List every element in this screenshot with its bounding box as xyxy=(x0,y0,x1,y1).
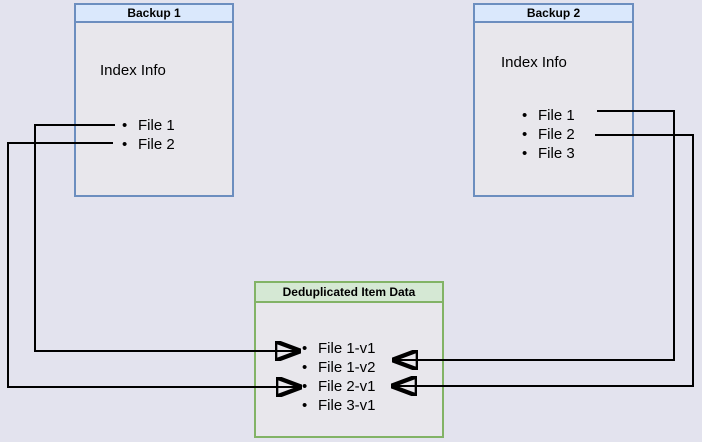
dedup-box: Deduplicated Item Data • File 1-v1 • File … xyxy=(254,281,444,438)
bullet-icon: • xyxy=(302,378,308,395)
list-item: • File 1 xyxy=(522,106,575,125)
file-label: File 3 xyxy=(538,145,575,162)
dedup-item-list: • File 1-v1 • File 1-v2 • File 2-v1 • File 3… xyxy=(302,339,376,415)
list-item: • File 3-v1 xyxy=(302,396,376,415)
file-label: File 2 xyxy=(138,136,175,153)
file-label: File 2 xyxy=(538,126,575,143)
backup2-box: Backup 2 Index Info • File 1 • File 2 • Fil… xyxy=(473,3,634,197)
backup1-index-info-label: Index Info xyxy=(100,62,166,79)
list-item: • File 2 xyxy=(122,135,175,154)
list-item: • File 1 xyxy=(122,116,175,135)
bullet-icon: • xyxy=(522,126,528,143)
bullet-icon: • xyxy=(522,107,528,124)
list-item: • File 1-v2 xyxy=(302,358,376,377)
backup2-title: Backup 2 xyxy=(475,5,632,23)
dedup-item-label: File 3-v1 xyxy=(318,397,376,414)
bullet-icon: • xyxy=(522,145,528,162)
list-item: • File 2-v1 xyxy=(302,377,376,396)
bullet-icon: • xyxy=(302,340,308,357)
backup2-file-list: • File 1 • File 2 • File 3 xyxy=(522,106,575,163)
file-label: File 1 xyxy=(138,117,175,134)
dedup-item-label: File 1-v1 xyxy=(318,340,376,357)
dedup-item-label: File 2-v1 xyxy=(318,378,376,395)
bullet-icon: • xyxy=(122,136,128,153)
backup1-title: Backup 1 xyxy=(76,5,232,23)
backup1-file-list: • File 1 • File 2 xyxy=(122,116,175,154)
backup1-box: Backup 1 Index Info • File 1 • File 2 xyxy=(74,3,234,197)
list-item: • File 3 xyxy=(522,144,575,163)
list-item: • File 1-v1 xyxy=(302,339,376,358)
bullet-icon: • xyxy=(302,397,308,414)
file-label: File 1 xyxy=(538,107,575,124)
dedup-title: Deduplicated Item Data xyxy=(256,283,442,303)
bullet-icon: • xyxy=(302,359,308,376)
backup2-index-info-label: Index Info xyxy=(501,54,567,71)
dedup-item-label: File 1-v2 xyxy=(318,359,376,376)
bullet-icon: • xyxy=(122,117,128,134)
list-item: • File 2 xyxy=(522,125,575,144)
